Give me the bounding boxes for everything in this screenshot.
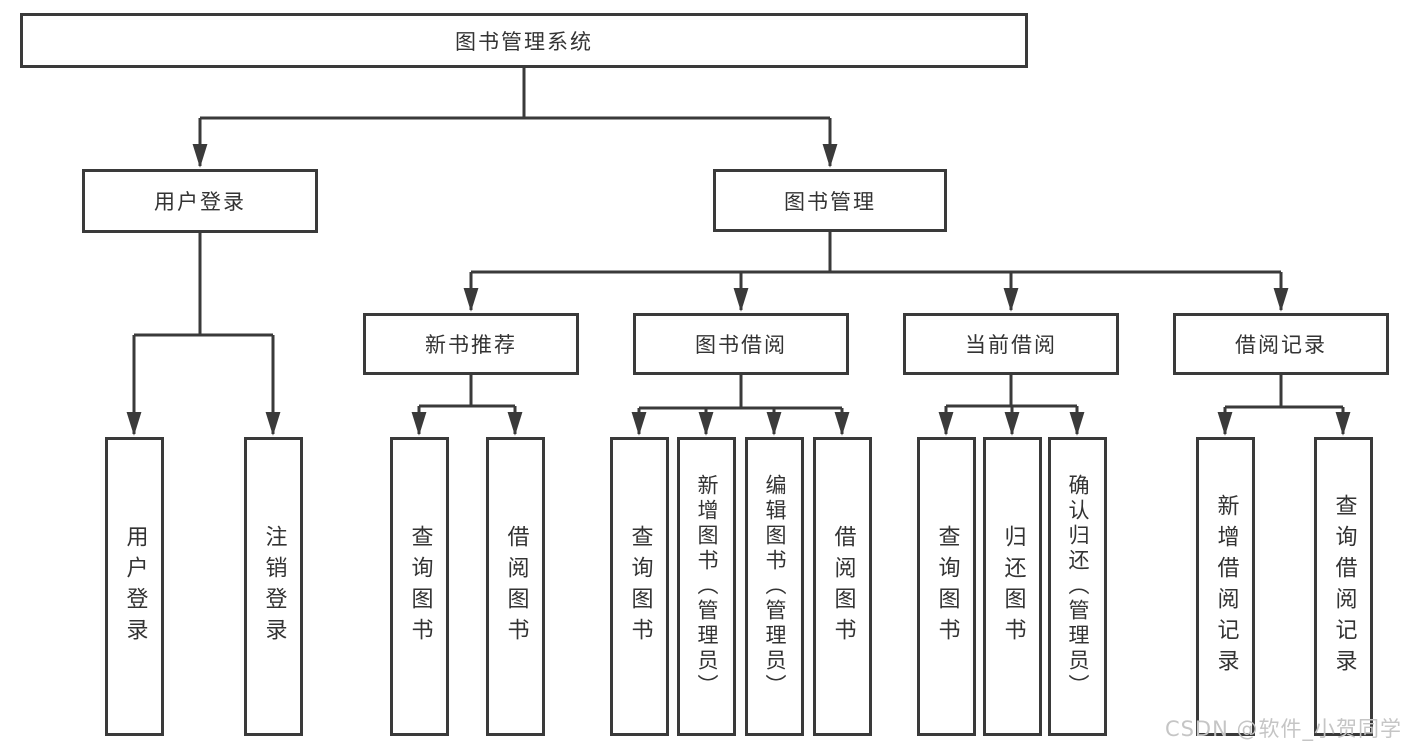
leaf-borrow-book-recommend: 借阅图书 [486, 437, 545, 736]
leaf-query-book-current: 查询图书 [917, 437, 976, 736]
leaf-confirm-return-admin: 确认归还（管理员） [1048, 437, 1107, 736]
node-label: 注销登录 [261, 524, 287, 649]
node-current-borrow: 当前借阅 [903, 313, 1119, 375]
node-label: 借阅图书 [503, 524, 529, 649]
node-borrow-records: 借阅记录 [1173, 313, 1389, 375]
node-label: 归还图书 [1000, 524, 1026, 649]
node-label: 查询借阅记录 [1331, 493, 1357, 680]
node-label: 用户登录 [154, 190, 246, 214]
leaf-logout: 注销登录 [244, 437, 303, 736]
leaf-edit-book-admin: 编辑图书（管理员） [745, 437, 804, 736]
node-label: 新增借阅记录 [1213, 493, 1239, 680]
leaf-query-book-borrow: 查询图书 [610, 437, 669, 736]
node-label: 确认归还（管理员） [1066, 474, 1090, 699]
csdn-watermark: CSDN @软件_小贺同学 [1164, 717, 1402, 741]
node-label: 新书推荐 [425, 333, 517, 357]
node-label: 查询图书 [407, 524, 433, 649]
node-new-book-recommend: 新书推荐 [363, 313, 579, 375]
leaf-query-book-recommend: 查询图书 [390, 437, 449, 736]
node-label: 图书借阅 [695, 333, 787, 357]
node-user-login: 用户登录 [82, 169, 318, 233]
node-label: 查询图书 [627, 524, 653, 649]
node-label: 图书管理 [784, 189, 876, 214]
leaf-return-book: 归还图书 [983, 437, 1042, 736]
leaf-add-book-admin: 新增图书（管理员） [677, 437, 736, 736]
node-book-borrow: 图书借阅 [633, 313, 849, 375]
node-label: 查询图书 [934, 524, 960, 649]
node-label: 编辑图书（管理员） [763, 474, 787, 699]
node-label: 用户登录 [122, 524, 148, 649]
node-label: 借阅记录 [1235, 333, 1327, 357]
leaf-query-borrow-record: 查询借阅记录 [1314, 437, 1373, 736]
node-label: 借阅图书 [830, 524, 856, 649]
node-root-system: 图书管理系统 [20, 13, 1028, 68]
leaf-add-borrow-record: 新增借阅记录 [1196, 437, 1255, 736]
node-book-management: 图书管理 [713, 169, 947, 232]
node-label: 图书管理系统 [455, 29, 593, 54]
leaf-user-login: 用户登录 [105, 437, 164, 736]
node-label: 新增图书（管理员） [695, 474, 719, 699]
node-label: 当前借阅 [965, 333, 1057, 357]
leaf-borrow-book: 借阅图书 [813, 437, 872, 736]
